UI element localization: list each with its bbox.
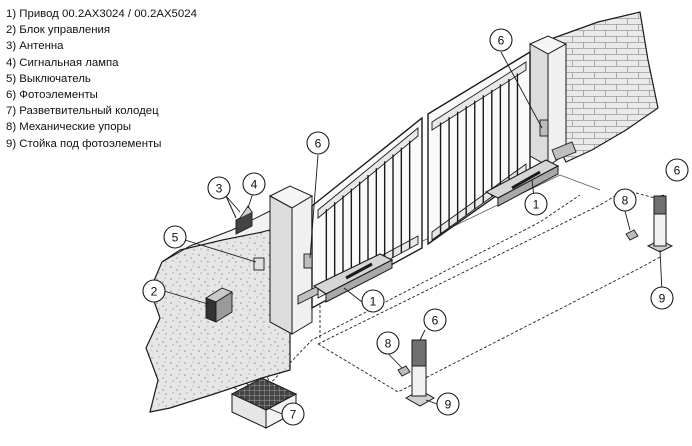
legend-item-mechanical-stops: 8) Механические упоры (6, 121, 132, 134)
callout-mechanical-stop-front: 8 (376, 331, 400, 355)
legend-item-signal-lamp: 4) Сигнальная лампа (6, 56, 119, 69)
svg-text:6: 6 (498, 34, 505, 48)
mechanical-stop-right (625, 229, 639, 241)
svg-text:3: 3 (216, 182, 223, 196)
control-unit (205, 287, 233, 323)
svg-text:1: 1 (370, 295, 377, 309)
photocell-left-pillar (303, 253, 313, 269)
callout-key-switch: 5 (163, 225, 187, 249)
svg-text:5: 5 (172, 231, 179, 245)
photocell-post-right (646, 195, 674, 253)
gate-leaf-right (427, 50, 531, 246)
callout-signal-lamp: 4 (242, 172, 266, 196)
svg-text:6: 6 (315, 137, 322, 151)
callout-control-unit: 2 (142, 279, 166, 303)
callout-drive-right: 1 (524, 192, 548, 216)
svg-text:9: 9 (445, 398, 452, 412)
legend-item-junction-box: 7) Разветвительный колодец (6, 105, 159, 118)
key-switch (253, 257, 265, 271)
legend-item-photocell-post: 9) Стойка под фотоэлементы (6, 137, 162, 150)
callout-photocell-right-pillar: 6 (489, 28, 513, 52)
legend-item-key-switch: 5) Выключатель (6, 72, 91, 85)
callout-post-front: 9 (436, 392, 460, 416)
callout-photocell-post-front: 6 (423, 308, 447, 332)
callout-antenna: 3 (207, 176, 231, 200)
callouts: 6 6 3 4 5 1 1 2 8 6 9 8 6 9 7 (142, 28, 689, 426)
legend: 1) Привод 00.2AX3024 / 00.2AX5024 2) Бло… (6, 6, 197, 152)
drive-right (484, 141, 577, 207)
junction-box (230, 377, 298, 429)
signal-lamp-antenna (225, 195, 253, 235)
callout-photocell-left-pillar: 6 (306, 131, 330, 155)
photocell-post-front (404, 339, 436, 407)
svg-text:6: 6 (432, 314, 439, 328)
callout-post-right: 9 (650, 286, 674, 310)
photocell-right-pillar (539, 119, 549, 137)
svg-text:1: 1 (533, 198, 540, 212)
legend-item-antenna: 3) Антенна (6, 40, 64, 53)
legend-item-control-unit: 2) Блок управления (6, 24, 111, 37)
svg-text:9: 9 (659, 292, 666, 306)
drive-left (297, 253, 394, 305)
callout-photocell-post-right: 6 (665, 158, 689, 182)
mechanical-stop-front (397, 365, 411, 377)
callout-junction-box: 7 (281, 402, 305, 426)
callout-mechanical-stop-right: 8 (613, 188, 637, 212)
svg-text:2: 2 (151, 285, 158, 299)
svg-text:8: 8 (385, 337, 392, 351)
svg-text:4: 4 (251, 178, 258, 192)
svg-text:7: 7 (290, 408, 297, 422)
legend-item-drive: 1) Привод 00.2AX3024 / 00.2AX5024 (6, 8, 197, 20)
legend-item-photocells: 6) Фотоэлементы (6, 89, 98, 102)
svg-text:6: 6 (674, 164, 681, 178)
callout-drive-left: 1 (361, 289, 385, 313)
svg-text:8: 8 (622, 194, 629, 208)
